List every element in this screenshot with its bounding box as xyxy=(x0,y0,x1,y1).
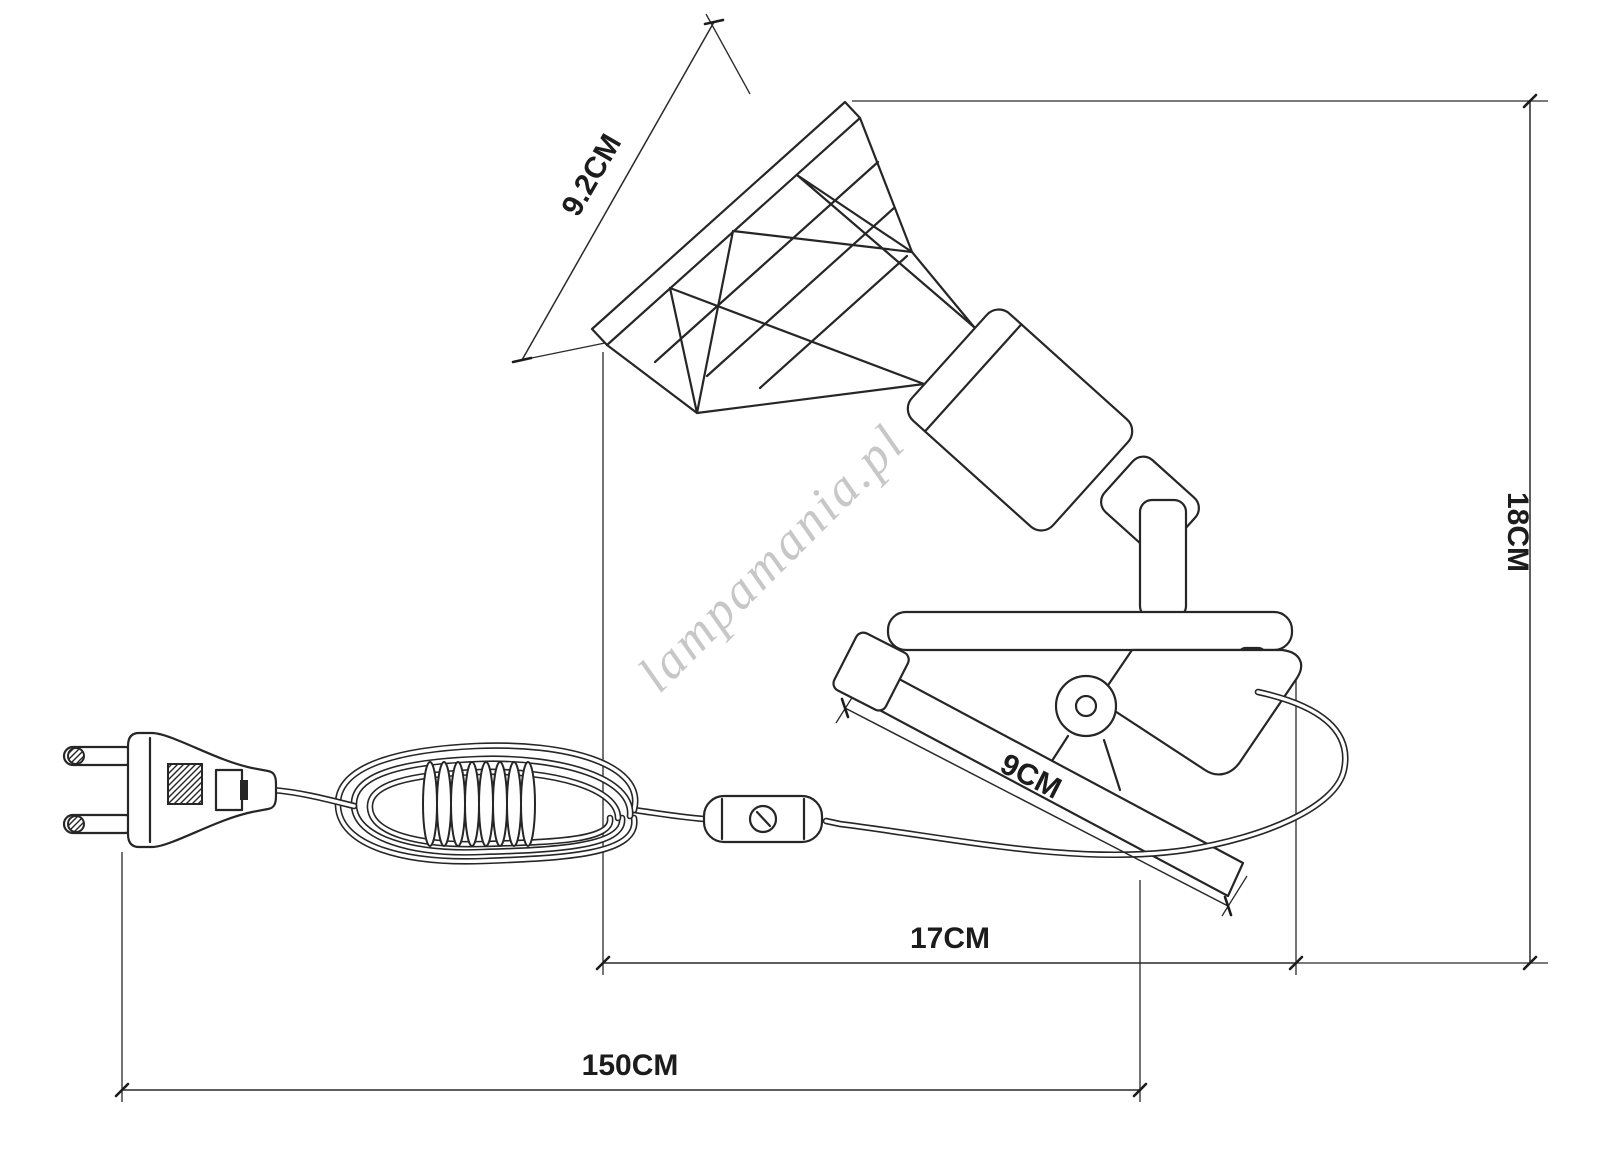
clamp-arm-links xyxy=(1048,734,1122,792)
plug-detail-box xyxy=(214,768,244,812)
extension-lines xyxy=(121,13,1548,1102)
clamp-handle xyxy=(1096,648,1303,776)
lamp-socket xyxy=(906,308,1134,532)
plug-detail-mark xyxy=(240,780,248,800)
plug-pin-tip-bottom xyxy=(67,815,85,833)
cord-coil xyxy=(334,742,639,865)
pivot-joint xyxy=(1100,455,1200,620)
dimension-label-total-height: 18CM xyxy=(1501,492,1534,572)
dimension-cable-length: 150CM xyxy=(114,1049,1148,1098)
inline-switch xyxy=(702,794,824,844)
dimension-label-fixture-width: 17CM xyxy=(910,922,990,955)
clamp-jaw-pad xyxy=(832,631,910,712)
cord-wrap xyxy=(422,761,536,847)
shade-lattice xyxy=(653,160,976,415)
clamp-top-plate xyxy=(886,610,1294,652)
power-cord xyxy=(260,688,1349,865)
dimension-label-cable-length: 150CM xyxy=(582,1049,679,1082)
clamp-spring-axle xyxy=(1074,694,1098,718)
clamp-spring-hinge xyxy=(1054,674,1118,738)
cage-shade xyxy=(590,100,976,415)
dimension-fixture-width: 17CM xyxy=(595,922,1304,971)
power-plug xyxy=(62,731,278,849)
dimension-label-shade-width: 9.2CM xyxy=(555,129,628,222)
dimension-total-height: 18CM xyxy=(1501,93,1538,971)
plug-pin-tip-top xyxy=(67,747,85,765)
dimension-shade-width: 9.2CM xyxy=(511,18,725,364)
plug-hatched-block xyxy=(167,763,203,805)
pivot-stem xyxy=(1138,498,1188,620)
clamp xyxy=(832,610,1303,898)
